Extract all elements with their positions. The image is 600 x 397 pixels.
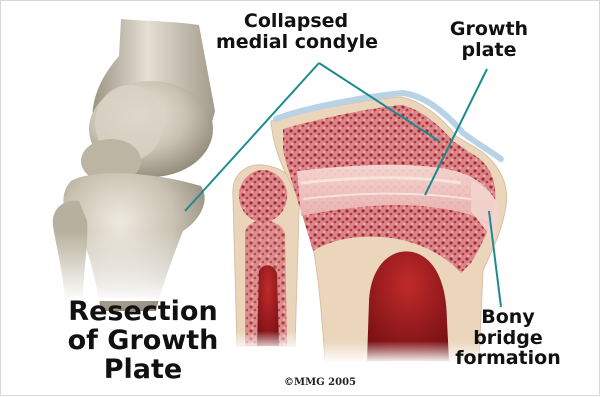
label-line: Collapsed [216, 11, 376, 32]
label-line: Growth [439, 19, 539, 40]
collapsed-medial-condyle-label: Collapsed medial condyle [216, 11, 376, 52]
label-line: bridge [449, 328, 567, 349]
growth-plate-label: Growth plate [439, 19, 539, 60]
copyright-notice: ©MMG 2005 [284, 377, 356, 388]
knee-joint [41, 19, 241, 311]
diagram-title: Resection of Growth Plate [43, 297, 243, 384]
title-line: Resection [43, 297, 243, 326]
label-line: medial condyle [216, 32, 376, 53]
label-line: formation [449, 348, 567, 369]
title-line: Plate [43, 355, 243, 384]
bony-bridge-formation-label: Bony bridge formation [449, 307, 567, 369]
label-line: Bony [449, 307, 567, 328]
label-line: plate [439, 40, 539, 61]
title-line: of Growth [43, 326, 243, 355]
